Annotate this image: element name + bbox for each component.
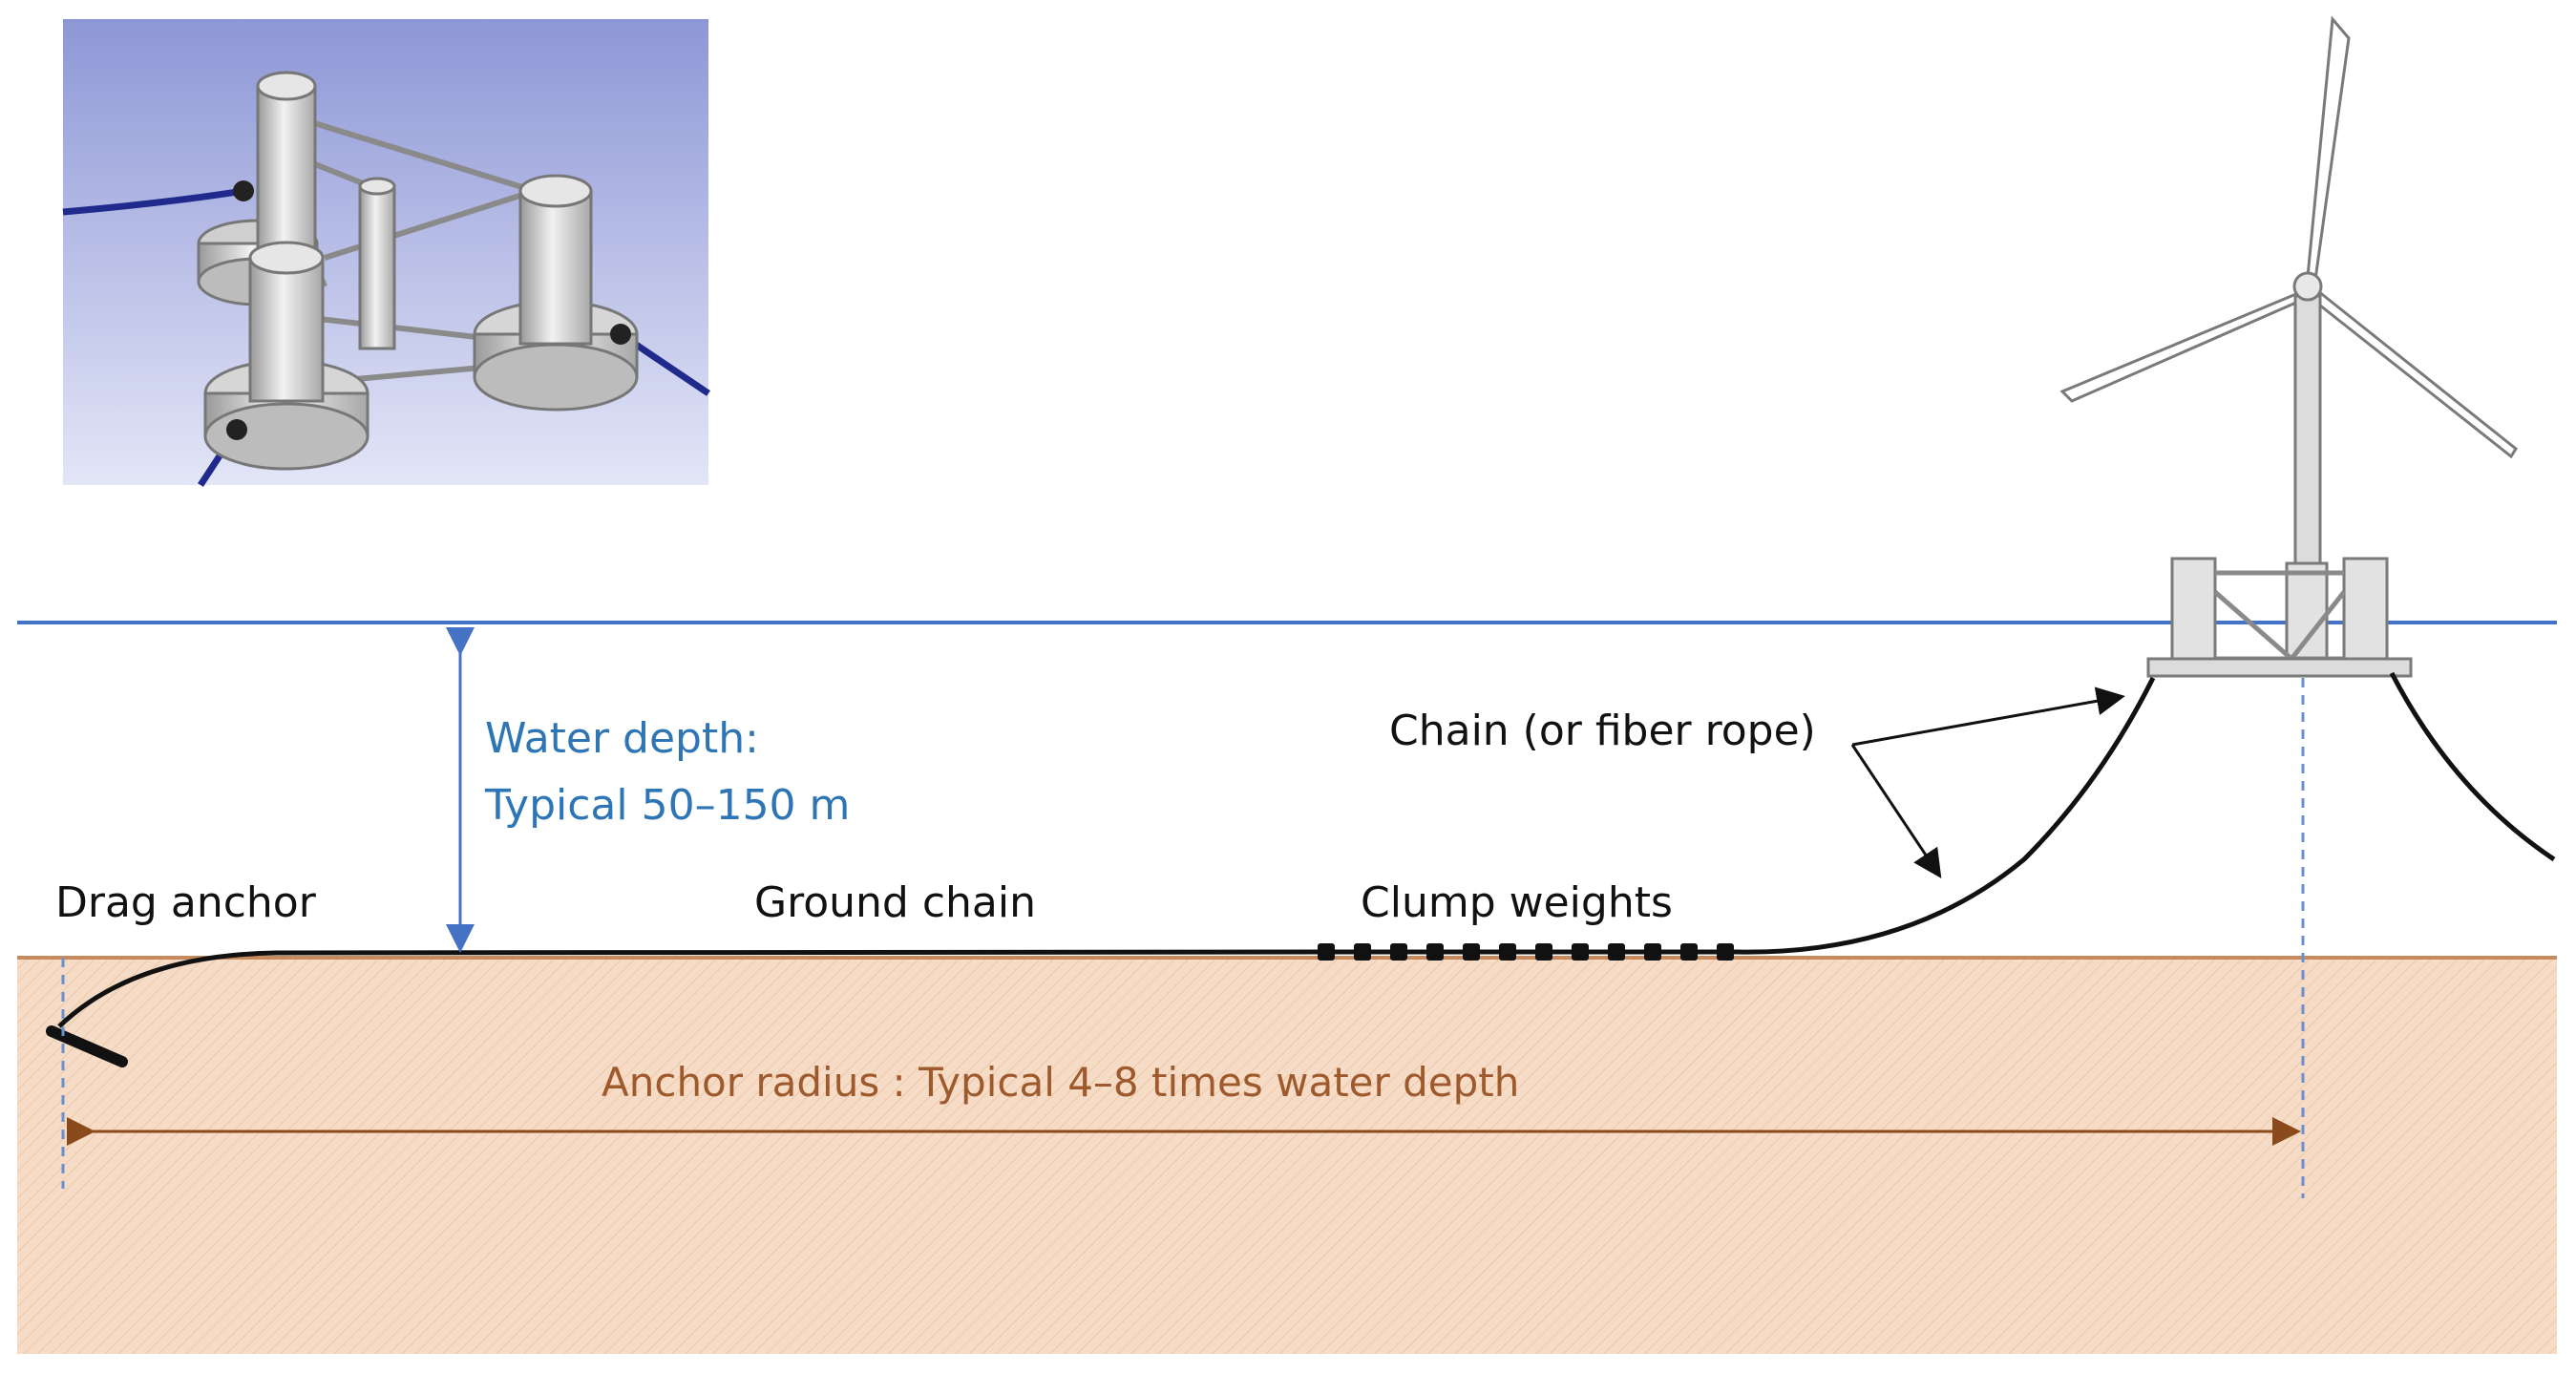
right-mooring-line — [2389, 671, 2556, 862]
clump-weight — [1535, 943, 1552, 961]
water-depth-value: Typical 50–150 m — [484, 781, 850, 830]
clump-weight — [1318, 943, 1335, 961]
clump-weight — [1354, 943, 1371, 961]
anchor-radius-label: Anchor radius : Typical 4–8 times water … — [602, 1059, 1519, 1106]
floating-wind-turbine-icon — [2059, 15, 2518, 1198]
clump-weights-label: Clump weights — [1361, 878, 1673, 927]
clump-weight — [1499, 943, 1516, 961]
ground-chain-label: Ground chain — [754, 878, 1036, 927]
clump-weight — [1390, 943, 1407, 961]
drag-anchor-icon — [46, 1025, 128, 1067]
chain-pointer-arrows — [1850, 686, 2125, 878]
water-depth-title: Water depth: — [485, 714, 759, 763]
semi-submersible-platform-3d-icon — [62, 19, 710, 487]
seabed — [17, 956, 2557, 1354]
clump-weight — [1608, 943, 1625, 961]
clump-weight — [1426, 943, 1444, 961]
clump-weight — [1463, 943, 1480, 961]
clump-weight — [1572, 943, 1589, 961]
chain-fiber-label: Chain (or fiber rope) — [1389, 707, 1816, 755]
clump-weight — [1717, 943, 1734, 961]
drag-anchor-label: Drag anchor — [55, 878, 317, 927]
clump-weight — [1680, 943, 1698, 961]
clump-weight — [1644, 943, 1661, 961]
clump-weights — [1318, 943, 1738, 961]
